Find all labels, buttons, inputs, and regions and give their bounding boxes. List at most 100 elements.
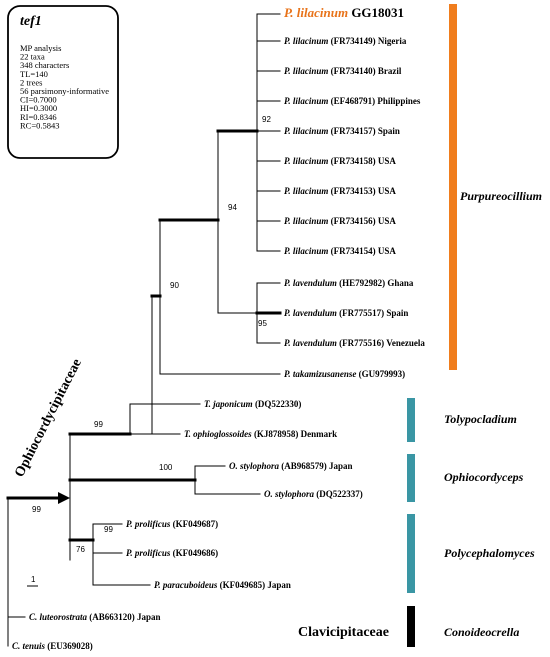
taxon-accession: (DQ522330)	[253, 399, 302, 409]
taxon-accession: (HE792982) Ghana	[337, 278, 414, 288]
taxon-label: P. lavendulum (HE792982) Ghana	[284, 278, 414, 288]
family-label-ophiocordycipitaceae: Ophiocordycipitaceae	[12, 357, 85, 480]
taxon-species: O. stylophora	[229, 461, 280, 471]
taxon-species: P. lilacinum	[284, 246, 328, 256]
taxon-species: P. takamizusanense	[284, 369, 356, 379]
group-bar	[449, 4, 457, 370]
info-box-line: 56 parsimony-informative	[20, 86, 109, 96]
info-box-line: TL=140	[20, 69, 48, 79]
group-label: Conoideocrella	[444, 625, 519, 639]
taxon-species: P. paracuboideus	[154, 580, 218, 590]
taxon-accession: (EU369028)	[45, 641, 93, 651]
taxon-species: C. tenuis	[12, 641, 46, 651]
taxon-species: P. lavendulum	[284, 308, 337, 318]
taxon-label: T. japonicum (DQ522330)	[204, 399, 301, 409]
taxon-accession: (DQ522337)	[314, 489, 363, 499]
taxon-label: O. stylophora (DQ522337)	[264, 489, 363, 499]
group-bar	[407, 606, 415, 647]
bootstrap-value: 94	[228, 203, 237, 212]
taxon-species: P. lilacinum	[284, 96, 328, 106]
info-box-line: RC=0.5843	[20, 120, 60, 130]
taxon-label: P. paracuboideus (KF049685) Japan	[154, 580, 291, 590]
taxon-species: P. lilacinum	[284, 126, 328, 136]
info-box-line: CI=0.7000	[20, 95, 57, 105]
taxon-accession: (FR734154) USA	[328, 246, 396, 256]
taxon-label: P. lilacinum (FR734154) USA	[284, 246, 396, 256]
taxon-label: P. lilacinum (EF468791) Philippines	[284, 96, 421, 106]
info-box-line: MP analysis	[20, 43, 61, 53]
taxon-label: P. prolificus (KF049686)	[126, 548, 218, 558]
taxon-accession: (FR734156) USA	[328, 216, 396, 226]
taxon-species: O. stylophora	[264, 489, 315, 499]
taxon-species: P. lilacinum	[284, 216, 328, 226]
taxon-accession: (KJ878958) Denmark	[252, 429, 338, 439]
bootstrap-value: 99	[94, 420, 103, 429]
taxon-species: P. prolificus	[126, 548, 171, 558]
taxon-accession: (FR734153) USA	[328, 186, 396, 196]
taxon-label: P. lilacinum (FR734149) Nigeria	[284, 36, 407, 46]
taxon-accession: (FR734157) Spain	[328, 126, 400, 136]
taxon-label: P. lilacinum (FR734158) USA	[284, 156, 396, 166]
info-box-line: 22 taxa	[20, 52, 45, 62]
taxon-label: O. stylophora (AB968579) Japan	[229, 461, 353, 471]
info-box-line: HI=0.3000	[20, 103, 57, 113]
group-bar	[407, 398, 415, 442]
bootstrap-value: 99	[104, 525, 113, 534]
taxon-label: P. lilacinum (FR734156) USA	[284, 216, 396, 226]
taxon-species: P. lilacinum	[284, 36, 328, 46]
taxon-label: P. lavendulum (FR775516) Venezuela	[284, 338, 425, 348]
taxon-label: T. ophioglossoides (KJ878958) Denmark	[184, 429, 337, 439]
group-label: Purpureocillium	[460, 189, 542, 203]
taxon-label: P. lilacinum GG18031	[284, 5, 404, 20]
group-label: Polycephalomyces	[444, 546, 535, 560]
taxon-accession: (FR734149) Nigeria	[328, 36, 406, 46]
info-box-line: 2 trees	[20, 77, 42, 87]
group-bar	[407, 454, 415, 502]
info-box-line: RI=0.8346	[20, 112, 57, 122]
scale-bar: 1	[27, 575, 38, 587]
taxon-accession: (FR775516) Venezuela	[337, 338, 425, 348]
scale-bar-label: 1	[31, 575, 36, 584]
taxon-species: P. lilacinum	[284, 66, 328, 76]
taxon-accession: GG18031	[348, 5, 404, 20]
taxon-label: P. lilacinum (FR734140) Brazil	[284, 66, 402, 76]
family-label-clavicipitaceae: Clavicipitaceae	[298, 625, 389, 640]
bootstrap-value: 92	[262, 115, 271, 124]
taxon-species: C. luteorostrata	[29, 612, 88, 622]
taxon-species: P. lilacinum	[284, 186, 328, 196]
root-arrow-icon	[58, 492, 70, 504]
group-label: Tolypocladium	[444, 412, 517, 426]
taxon-accession: (FR734140) Brazil	[328, 66, 401, 76]
taxon-accession: (KF049685) Japan	[217, 580, 291, 590]
taxon-accession: (FR734158) USA	[328, 156, 396, 166]
taxon-label: C. tenuis (EU369028)	[12, 641, 93, 651]
taxon-accession: (FR775517) Spain	[337, 308, 409, 318]
taxon-label: P. lilacinum (FR734157) Spain	[284, 126, 400, 136]
taxon-species: T. japonicum	[204, 399, 253, 409]
taxon-species: P. lavendulum	[284, 338, 337, 348]
bootstrap-value: 76	[76, 545, 85, 554]
taxon-accession: (AB968579) Japan	[279, 461, 353, 471]
taxon-label: C. luteorostrata (AB663120) Japan	[29, 612, 161, 622]
taxon-label: P. lilacinum (FR734153) USA	[284, 186, 396, 196]
taxon-accession: (AB663120) Japan	[87, 612, 161, 622]
info-box-title: tef1	[20, 14, 42, 29]
taxon-accession: (GU979993)	[356, 369, 405, 379]
group-bar	[407, 514, 415, 593]
taxon-accession: (EF468791) Philippines	[328, 96, 421, 106]
bootstrap-value: 95	[258, 319, 267, 328]
taxon-species: T. ophioglossoides	[184, 429, 252, 439]
bootstrap-value: 100	[159, 463, 173, 472]
taxon-accession: (KF049687)	[170, 519, 218, 529]
bootstrap-value: 90	[170, 281, 179, 290]
info-box-line: 348 characters	[20, 60, 69, 70]
taxon-label: P. prolificus (KF049687)	[126, 519, 218, 529]
taxon-species: P. lavendulum	[284, 278, 337, 288]
taxon-species: P. prolificus	[126, 519, 171, 529]
taxon-species: P. lilacinum	[284, 156, 328, 166]
group-label: Ophiocordyceps	[444, 470, 524, 484]
taxon-species: P. lilacinum	[284, 5, 348, 20]
bootstrap-value: 99	[32, 505, 41, 514]
